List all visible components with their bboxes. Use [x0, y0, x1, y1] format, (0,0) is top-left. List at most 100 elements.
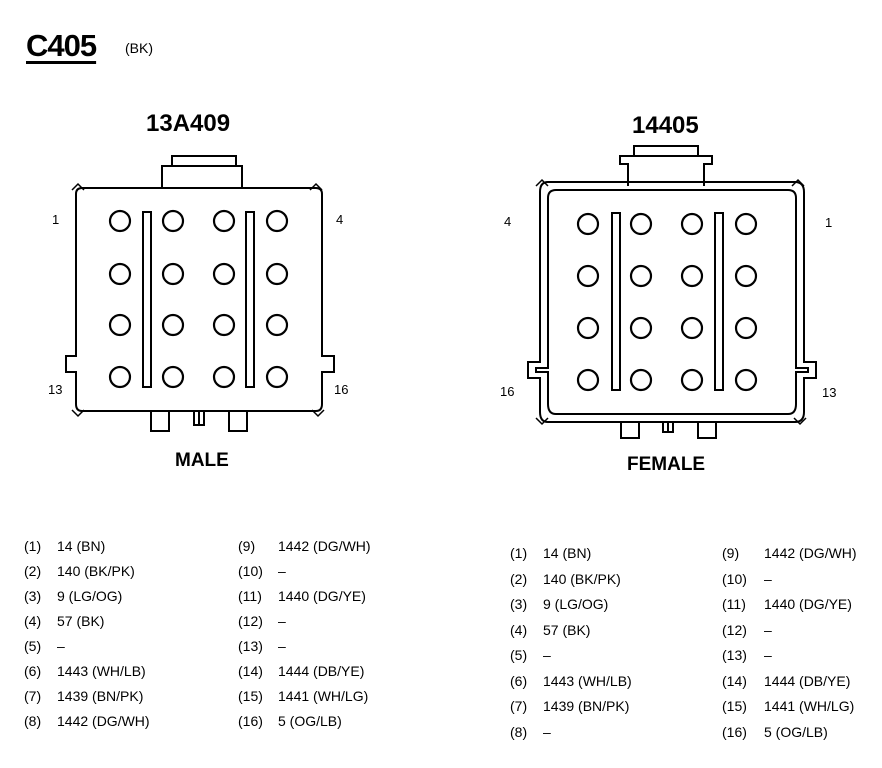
pin-circuit: 1443 (WH/LB): [543, 672, 632, 689]
pin-circuit: 1439 (BN/PK): [57, 688, 144, 704]
pin-number: (15): [722, 698, 747, 714]
pin-number: (11): [238, 588, 262, 604]
male-connector-drawing: [65, 155, 335, 432]
connector-color-code: (BK): [125, 40, 153, 56]
pin-list-item: (9)1442 (DG/WH): [722, 545, 857, 561]
pin-number: (11): [722, 596, 746, 612]
male-pin-label-bottom-right: 16: [334, 382, 349, 397]
pin-number: (3): [510, 596, 528, 612]
pin-list-item: (4) 57 (BK): [24, 613, 104, 629]
pin-list-item: (7)1439 (BN/PK): [24, 688, 143, 704]
female-label: FEMALE: [627, 454, 706, 475]
pin-circuit: 5 (OG/LB): [278, 713, 342, 729]
pin-list-item: (8)–: [510, 724, 551, 740]
pin-circuit: 1440 (DG/YE): [278, 588, 366, 604]
pin-number: (6): [510, 672, 528, 689]
pin-number: (15): [238, 688, 263, 704]
pin-number: (14): [238, 663, 263, 679]
pin-circuit: 1441 (WH/LG): [764, 698, 855, 714]
pin-circuit: 1439 (BN/PK): [543, 698, 630, 714]
pin-circuit: –: [278, 563, 286, 579]
pin-list-item: (12)–: [722, 622, 772, 638]
pin-number: (14): [722, 672, 747, 689]
pin-number: (8): [510, 723, 528, 740]
pin-list-item: (2) 140 (BK/PK): [510, 571, 621, 587]
pin-number: (12): [722, 621, 747, 638]
pin-circuit: –: [764, 570, 772, 587]
pin-list-item: (11) 1440 (DG/YE): [238, 588, 366, 604]
male-part-number: 13A409: [146, 110, 231, 137]
pin-number: (13): [722, 647, 747, 663]
pin-list-item: (6) 1443 (WH/LB): [24, 663, 146, 679]
pin-list-item: (16) 5 (OG/LB): [238, 713, 342, 729]
pin-circuit: 14 (BN): [57, 538, 106, 554]
pin-list-item: (2) 140 (BK/PK): [24, 563, 135, 579]
pin-circuit: –: [764, 621, 772, 638]
pin-number: (8): [24, 713, 42, 729]
pin-circuit: 9 (LG/OG): [543, 596, 609, 612]
female-pin-grid: [576, 212, 758, 392]
pin-circuit: 1441 (WH/LG): [278, 688, 369, 704]
pin-circuit: –: [764, 647, 772, 663]
pin-number: (4): [510, 621, 528, 638]
pin-number: (4): [24, 613, 42, 629]
pin-circuit: 1440 (DG/YE): [764, 596, 852, 612]
pin-number: (5): [510, 647, 528, 663]
pin-number: (1): [510, 545, 528, 561]
female-pin-label-bottom-right: 13: [822, 385, 837, 400]
pin-list-item: (15) 1441 (WH/LG): [722, 698, 854, 714]
pin-number: (10): [722, 570, 747, 587]
pin-list-item: (3) 9 (LG/OG): [510, 596, 608, 612]
pin-list-item: (5)–: [510, 647, 551, 663]
pin-list-item: (6) 1443 (WH/LB): [510, 673, 632, 689]
pin-list-item: (13)–: [238, 638, 286, 654]
pin-number: (12): [238, 613, 263, 629]
pin-number: (10): [238, 563, 263, 579]
pin-circuit: 9 (LG/OG): [57, 588, 123, 604]
pin-number: (16): [238, 713, 263, 729]
pin-number: (6): [24, 663, 42, 679]
female-connector-drawing: [527, 145, 817, 439]
pin-number: (2): [510, 570, 528, 587]
pin-list-item: (11) 1440 (DG/YE): [722, 596, 852, 612]
pin-number: (7): [510, 698, 528, 714]
female-pin-label-top-right: 1: [825, 215, 833, 230]
pin-circuit: 1442 (DG/WH): [278, 538, 371, 554]
pin-circuit: 1444 (DB/YE): [764, 672, 851, 689]
female-pin-label-top-left: 4: [504, 214, 512, 229]
pin-list-item: (12)–: [238, 613, 286, 629]
pin-list-item: (4)57 (BK): [510, 622, 590, 638]
pin-circuit: 1443 (WH/LB): [57, 663, 146, 679]
pin-circuit: –: [278, 613, 286, 629]
pin-list-item: (3) 9 (LG/OG): [24, 588, 122, 604]
pin-number: (5): [24, 638, 42, 654]
pin-list-item: (9) 1442 (DG/WH): [238, 538, 371, 554]
pin-list-item: (15) 1441 (WH/LG): [238, 688, 368, 704]
pin-list-item: (10)–: [238, 563, 286, 579]
pin-number: (3): [24, 588, 42, 604]
pin-number: (9): [238, 538, 256, 554]
pin-circuit: –: [57, 638, 65, 654]
pin-circuit: 140 (BK/PK): [543, 570, 621, 587]
pin-circuit: 57 (BK): [57, 613, 105, 629]
pin-number: (1): [24, 538, 42, 554]
pin-list-item: (16)5 (OG/LB): [722, 724, 828, 740]
pin-number: (9): [722, 545, 740, 561]
pin-circuit: 140 (BK/PK): [57, 563, 135, 579]
pin-list-item: (8) 1442 (DG/WH): [24, 713, 150, 729]
pin-number: (2): [24, 563, 42, 579]
pin-circuit: 5 (OG/LB): [764, 723, 828, 740]
pin-list-item: (14) 1444 (DB/YE): [722, 673, 850, 689]
female-part-number: 14405: [632, 112, 699, 139]
male-pin-label-top-right: 4: [336, 212, 344, 227]
female-pin-label-bottom-left: 16: [500, 384, 515, 399]
pin-list-item: (5)–: [24, 638, 65, 654]
pin-circuit: –: [543, 723, 551, 740]
pin-list-item: (10)–: [722, 571, 772, 587]
pin-circuit: 1444 (DB/YE): [278, 663, 365, 679]
pin-circuit: –: [278, 638, 286, 654]
pin-list-item: (13) –: [722, 647, 772, 663]
male-label: MALE: [175, 450, 229, 471]
pin-circuit: 1442 (DG/WH): [57, 713, 150, 729]
